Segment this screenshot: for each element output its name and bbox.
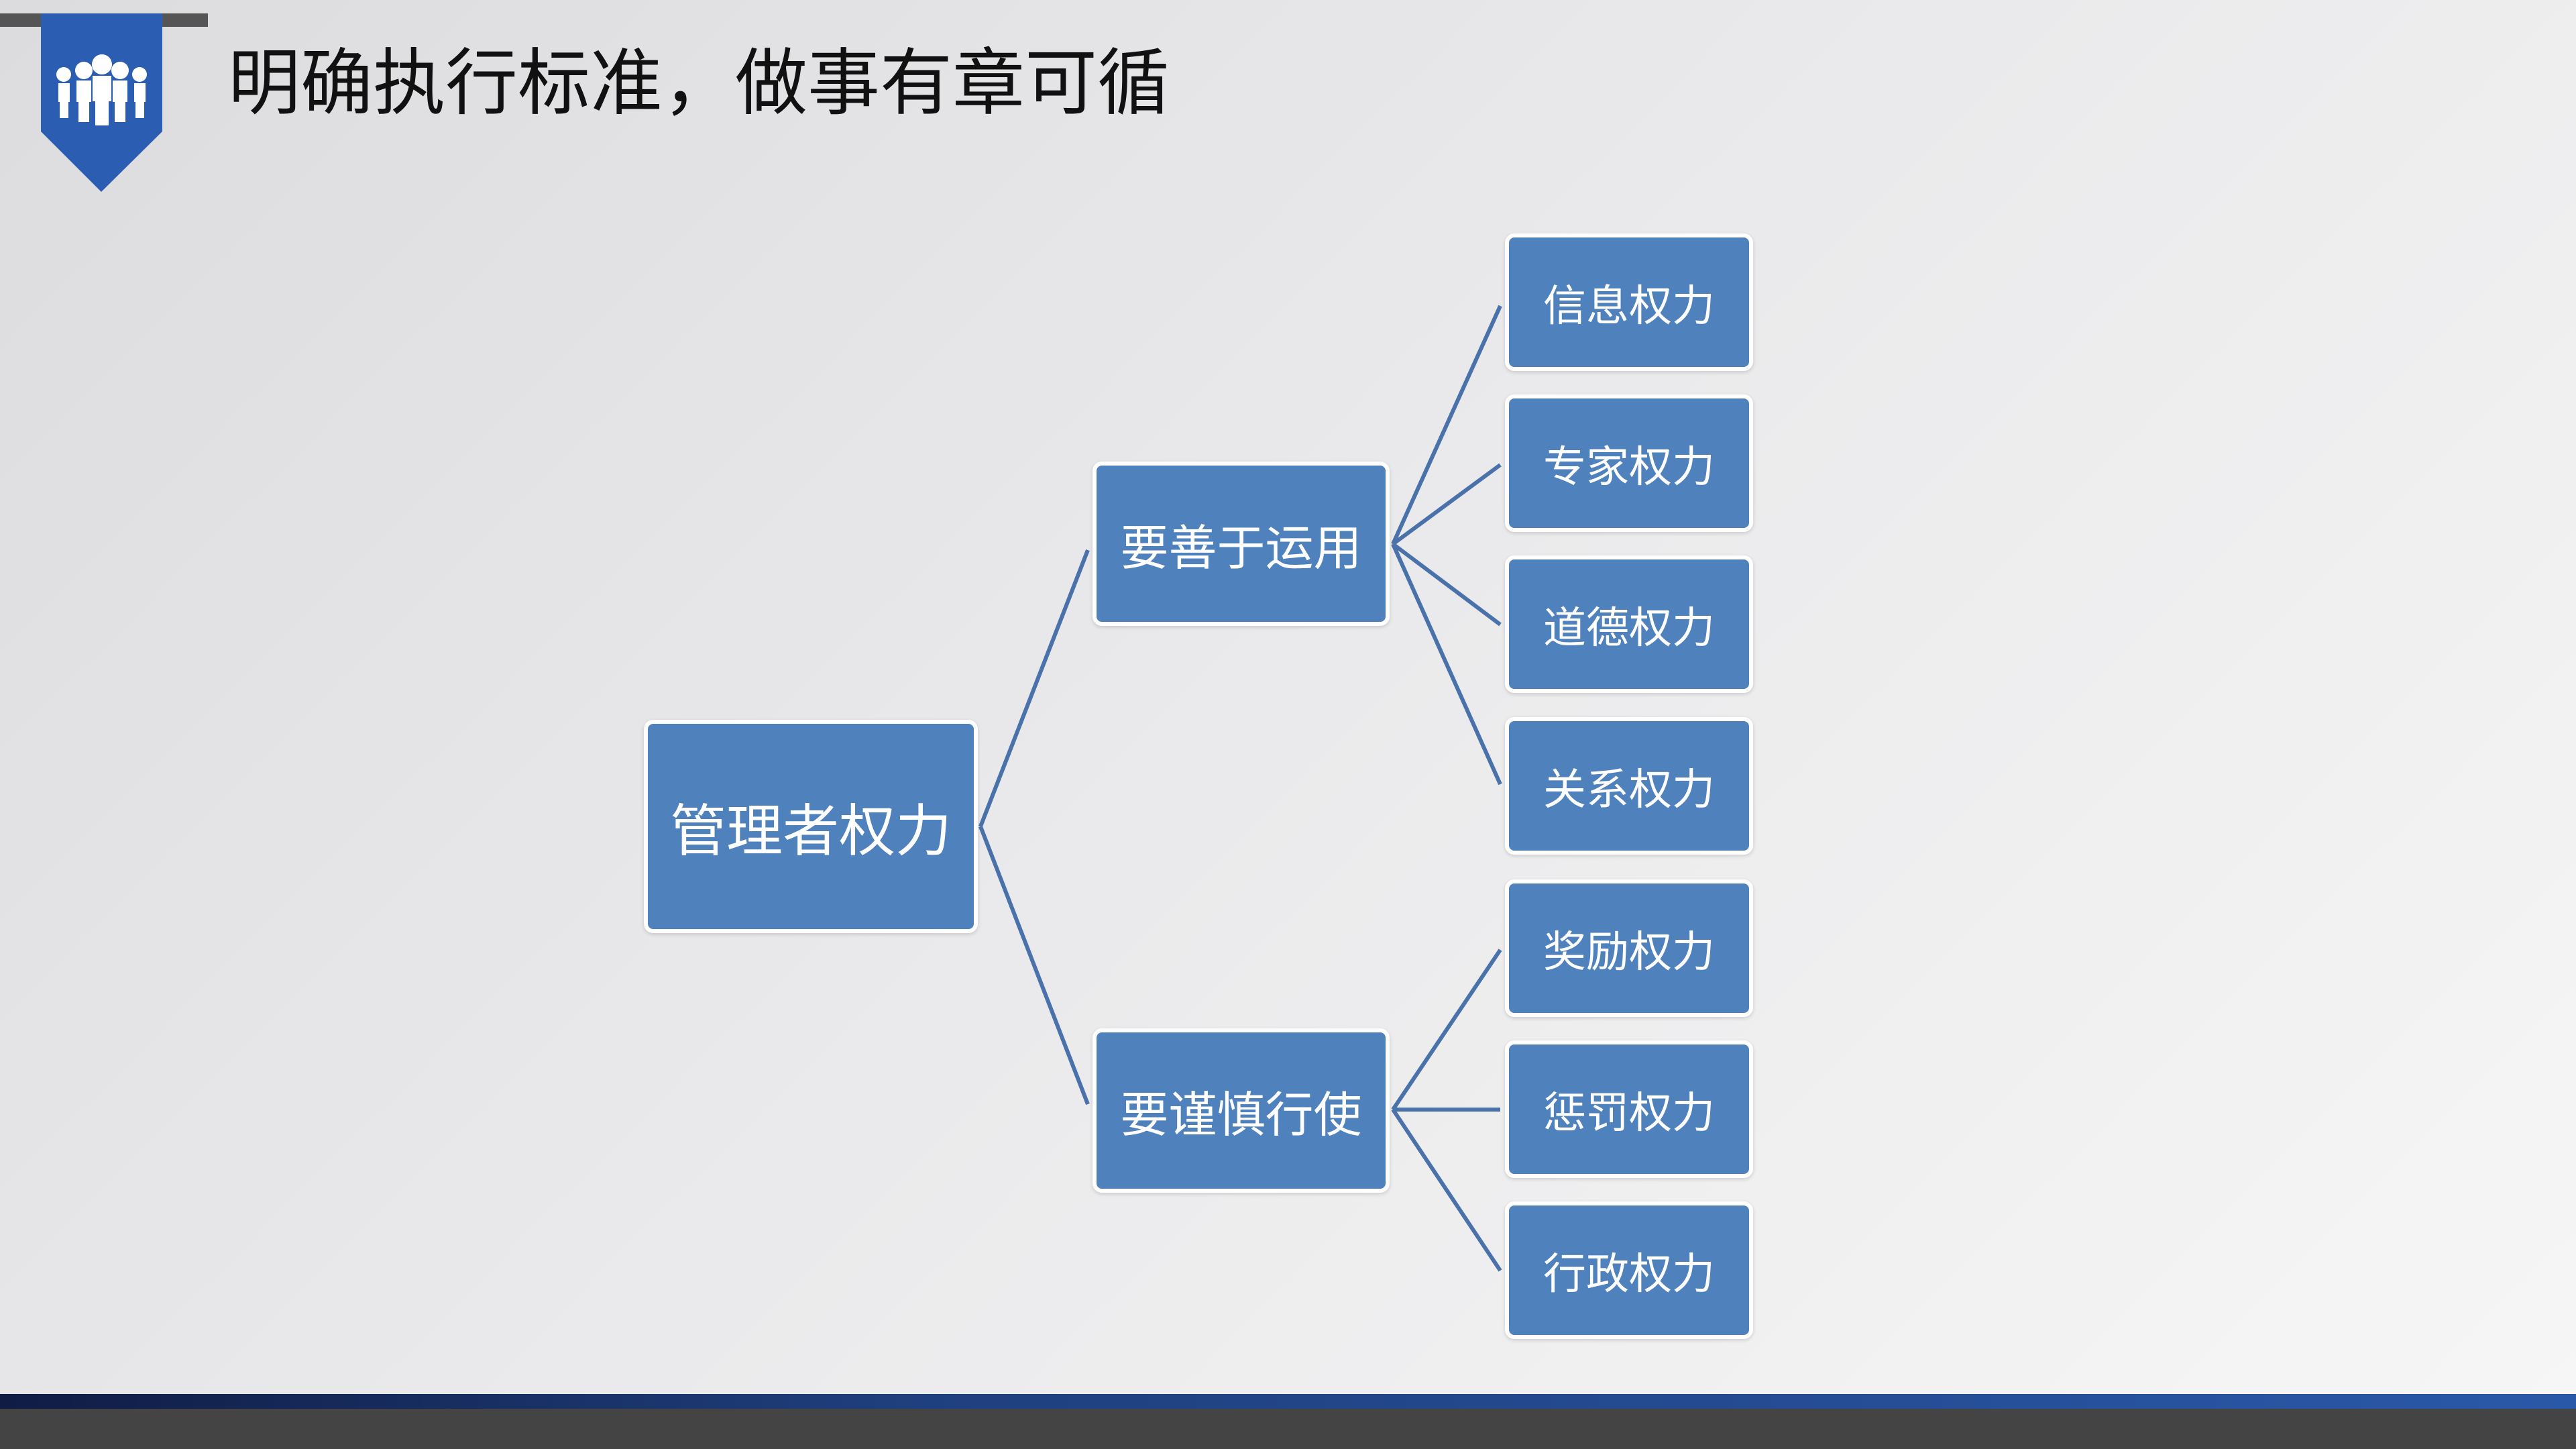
footer-accent-bar (0, 1394, 2576, 1409)
leaf-node: 奖励权力 (1505, 879, 1753, 1017)
connector (1391, 305, 1502, 545)
root-node: 管理者权力 (644, 720, 978, 933)
page-title: 明确执行标准，做事有章可循 (228, 42, 1170, 125)
footer-bar (0, 1409, 2576, 1449)
header-banner (41, 13, 162, 192)
leaf-node: 道德权力 (1505, 555, 1753, 693)
leaf-node: 惩罚权力 (1505, 1040, 1753, 1178)
connector (1392, 463, 1502, 546)
connector (1391, 1108, 1502, 1272)
branch-node: 要谨慎行使 (1093, 1028, 1390, 1193)
connector (978, 549, 1090, 828)
connector (1392, 542, 1502, 627)
people-group-icon (56, 54, 147, 125)
leaf-node: 信息权力 (1505, 233, 1753, 371)
connector (978, 825, 1090, 1106)
connector (1391, 949, 1502, 1111)
leaf-node: 专家权力 (1505, 394, 1753, 532)
leaf-node: 行政权力 (1505, 1201, 1753, 1339)
leaf-node: 关系权力 (1505, 717, 1753, 855)
branch-node: 要善于运用 (1093, 462, 1390, 626)
connector (1391, 543, 1502, 786)
